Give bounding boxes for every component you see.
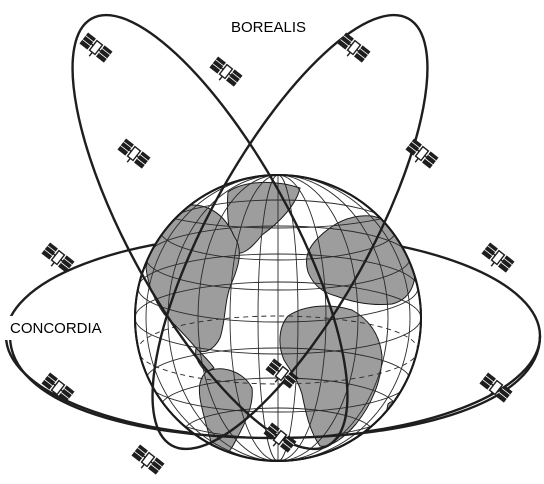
satellite-icon [76, 31, 114, 67]
satellite-icon [128, 443, 166, 479]
concordia-label-bg [4, 316, 124, 340]
africa [279, 305, 383, 447]
satellite-icon [114, 137, 152, 173]
satellite-icon [206, 55, 244, 91]
earth-globe [134, 174, 422, 462]
concordia-label: CONCORDIA [10, 320, 102, 337]
borealis-orbit-b [151, 13, 429, 451]
satellite-icon [478, 241, 516, 277]
satellite-icon [476, 371, 514, 407]
satellite-icon [334, 31, 372, 67]
borealis-orbit-a [71, 13, 349, 451]
borealis-label: BOREALIS [231, 19, 306, 36]
